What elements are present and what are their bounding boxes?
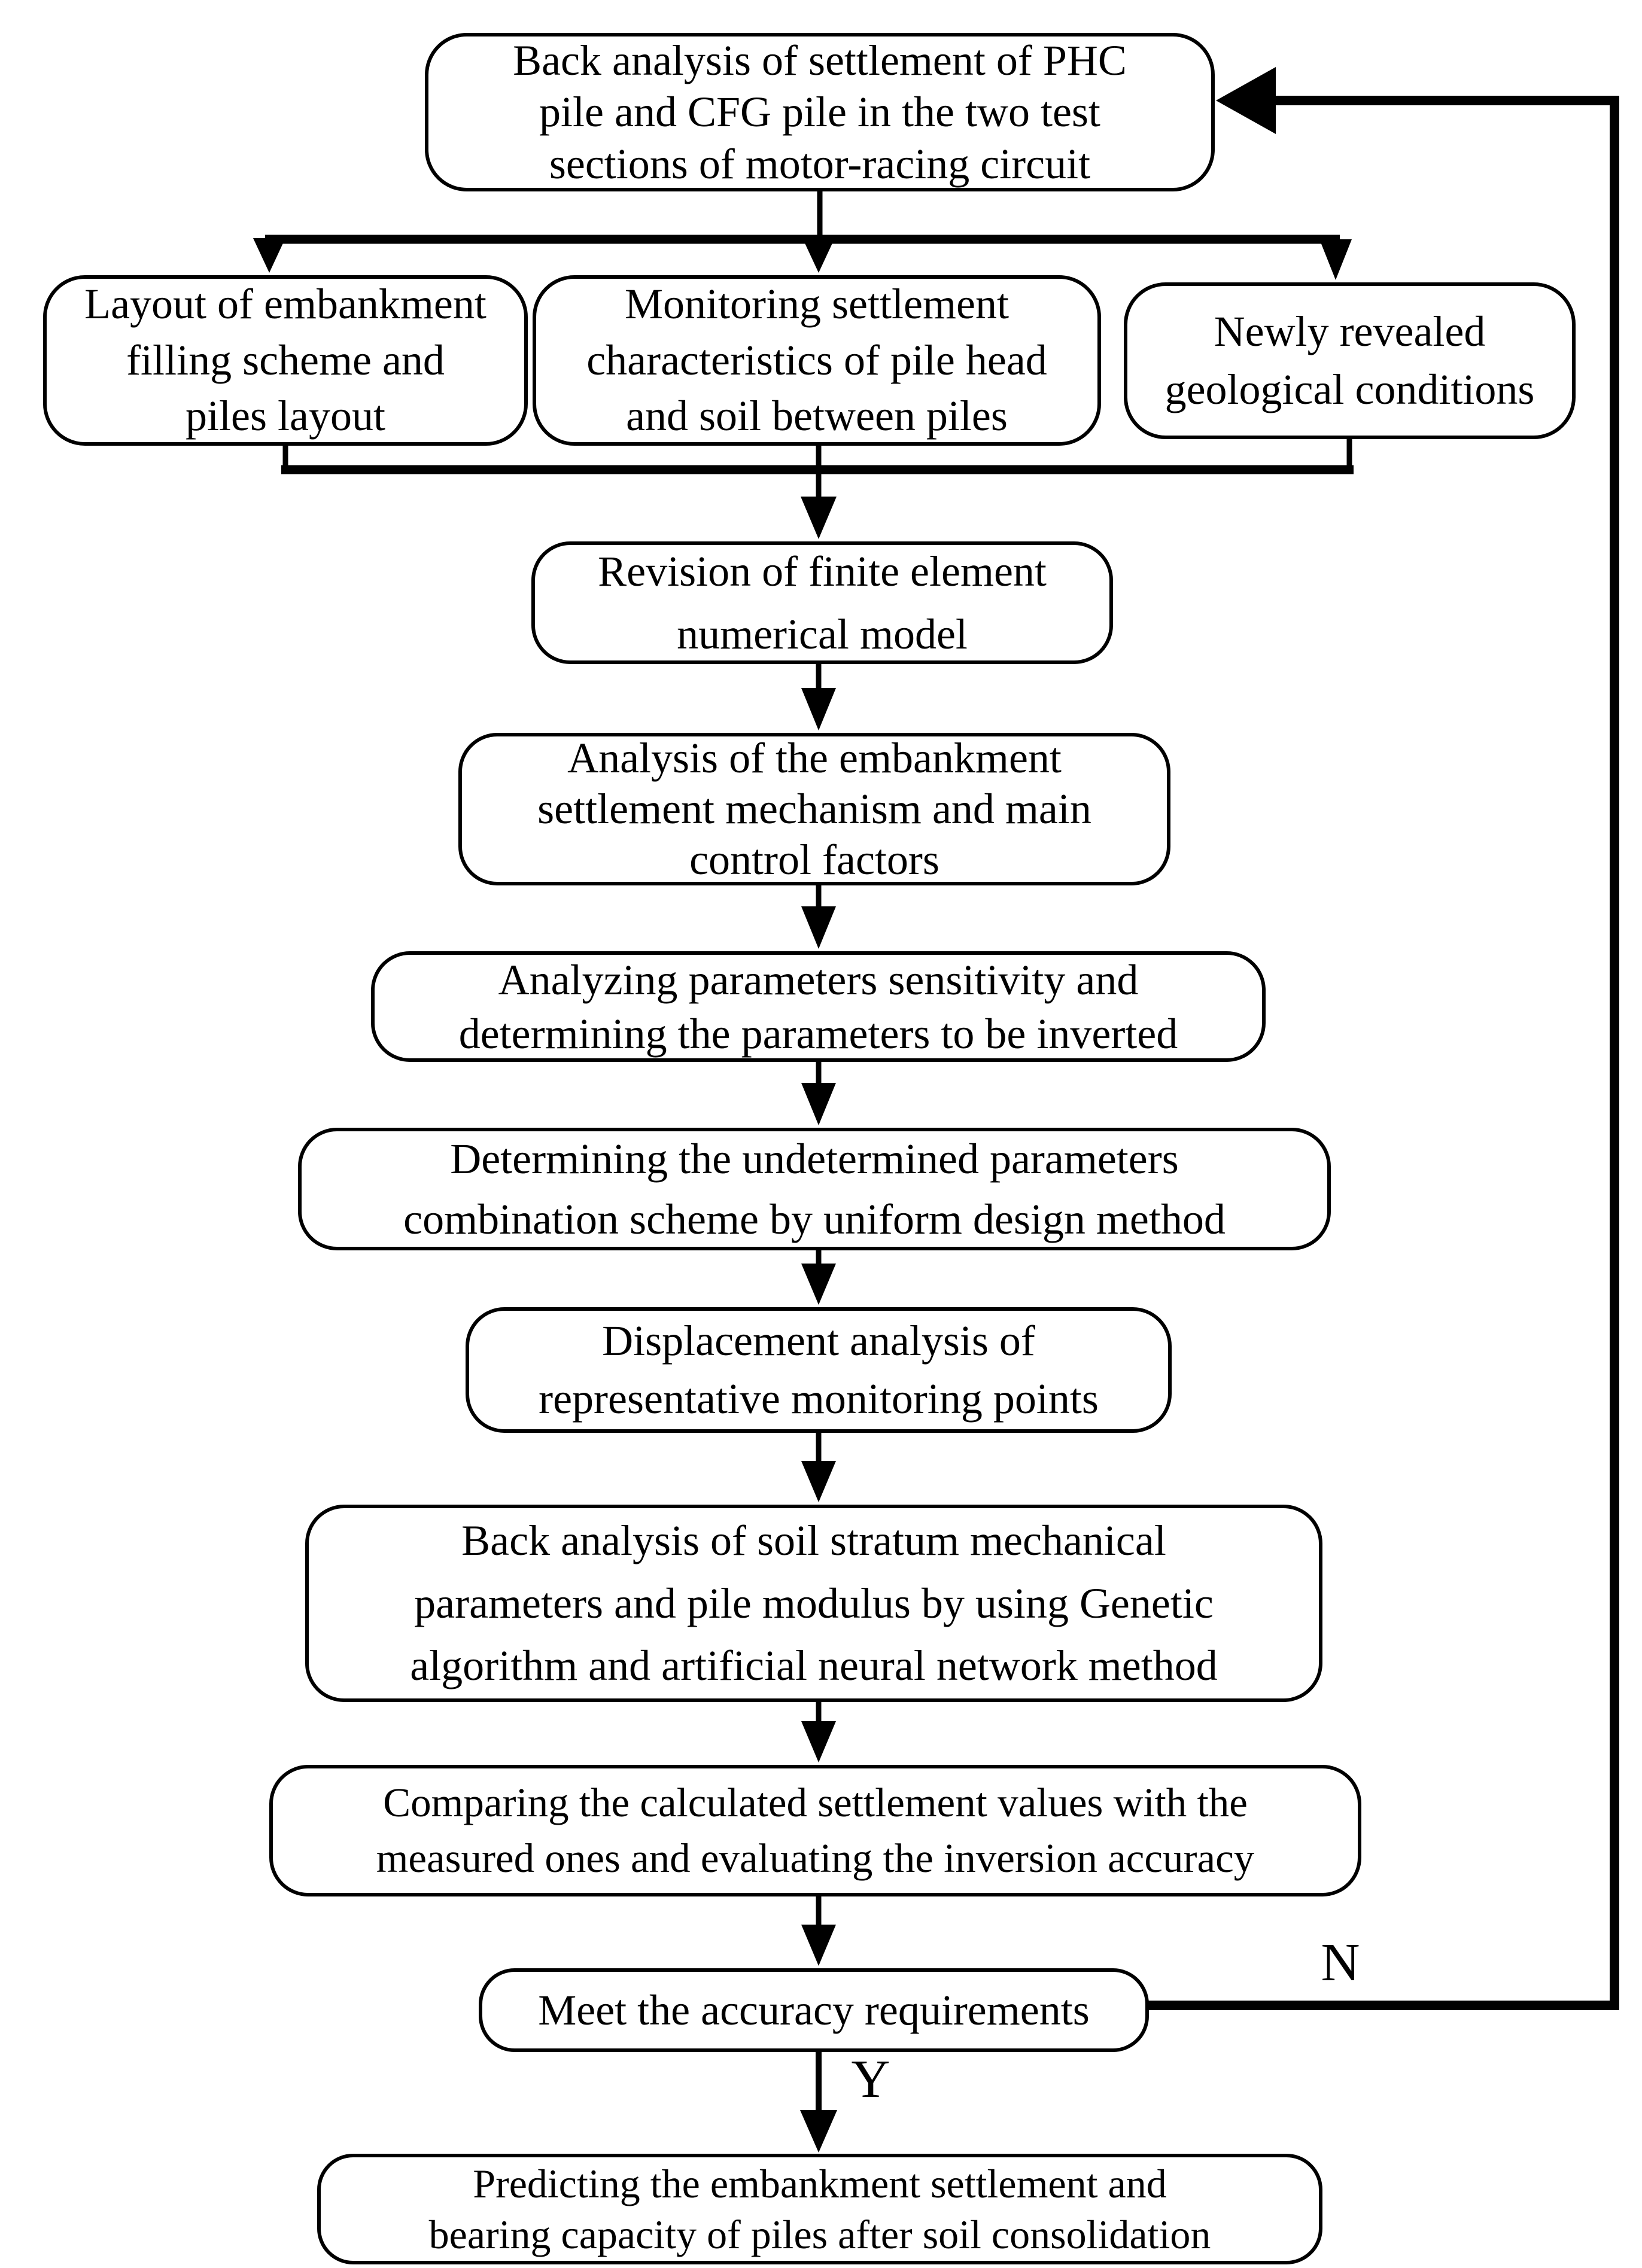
node-input-right: Newly revealed geological conditions [1124, 282, 1576, 439]
arrowhead-sensitivity [801, 906, 836, 949]
arrowhead-decision [801, 1925, 836, 1966]
arrowhead-to-input-mid [802, 238, 835, 273]
arrowhead-displacement [801, 1264, 836, 1305]
node-start: Back analysis of settlement of PHC pile … [425, 33, 1215, 191]
yes-branch-label: Y [851, 2049, 890, 2109]
arrowhead-to-input-right [1319, 239, 1352, 280]
node-sensitivity: Analyzing parameters sensitivity and det… [371, 951, 1266, 1062]
arrowhead-uniform [801, 1083, 836, 1125]
arrowhead-feedback-to-start [1216, 67, 1276, 134]
node-displacement: Displacement analysis of representative … [466, 1307, 1172, 1433]
node-prediction: Predicting the embankment settlement and… [317, 2154, 1322, 2264]
node-decision: Meet the accuracy requirements [479, 1968, 1149, 2052]
arrowhead-mechanism [801, 688, 836, 730]
arrowhead-to-input-left [253, 238, 285, 273]
arrowhead-prediction [800, 2110, 837, 2153]
arrowhead-comparison [801, 1721, 836, 1762]
node-input-mid: Monitoring settlement characteristics of… [533, 275, 1101, 446]
node-uniform-design: Determining the undetermined parameters … [298, 1128, 1331, 1250]
node-mechanism: Analysis of the embankment settlement me… [458, 733, 1170, 885]
no-branch-label: N [1321, 1932, 1360, 1992]
node-comparison: Comparing the calculated settlement valu… [269, 1765, 1361, 1896]
arrowhead-backanalysis [801, 1461, 836, 1502]
node-revision: Revision of finite element numerical mod… [531, 541, 1113, 664]
node-back-analysis: Back analysis of soil stratum mechanical… [305, 1505, 1322, 1702]
node-input-left: Layout of embankment filling scheme and … [43, 275, 528, 446]
arrowhead-to-revision [801, 497, 837, 539]
